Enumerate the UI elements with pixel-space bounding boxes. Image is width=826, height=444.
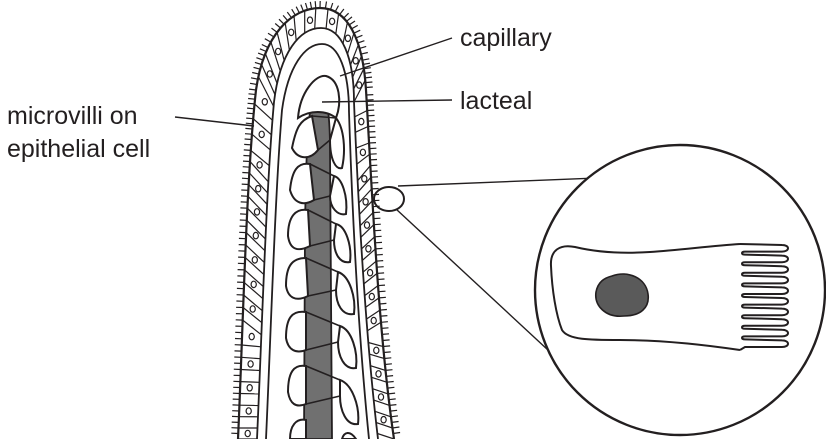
magnified-view-circle bbox=[535, 145, 825, 435]
capillary-leader bbox=[340, 38, 452, 76]
cell-nucleus bbox=[596, 274, 648, 316]
microvilli-label-line1: microvilli on bbox=[7, 101, 138, 131]
magnified-region-marker bbox=[374, 187, 404, 211]
lacteal-leader bbox=[322, 100, 452, 102]
capillary-label: capillary bbox=[460, 23, 552, 53]
microvilli-leader bbox=[175, 117, 254, 126]
microvilli-label-line2: epithelial cell bbox=[7, 134, 150, 164]
lacteal-label: lacteal bbox=[460, 86, 532, 116]
